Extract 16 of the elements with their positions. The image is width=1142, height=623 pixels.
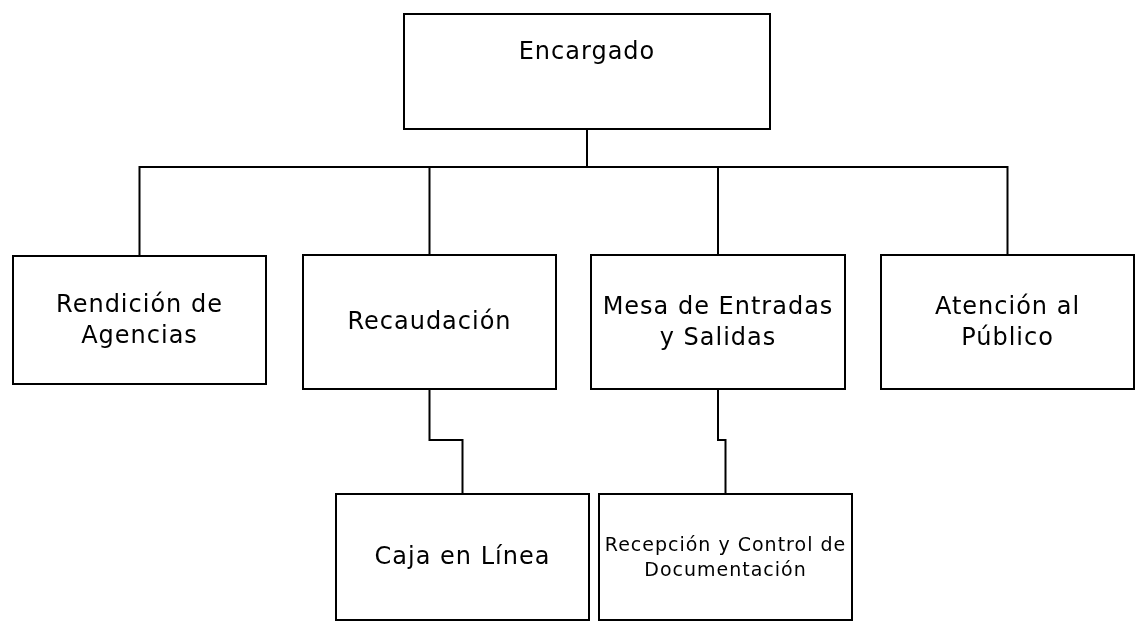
box-label: Rendición de Agencias xyxy=(55,288,224,351)
connector-line xyxy=(717,389,727,494)
box-label: Atención al Público xyxy=(933,290,1082,353)
box-label: Recaudación xyxy=(347,306,512,338)
org-box xyxy=(880,254,1135,390)
box-label: Mesa de Entradas y Salidas xyxy=(601,290,835,353)
box-label: Encargado xyxy=(518,35,656,67)
org-box xyxy=(403,13,771,130)
connector-line xyxy=(428,389,464,494)
org-box xyxy=(590,254,846,390)
box-label: Recepción y Control de Documentación xyxy=(604,532,847,582)
org-box xyxy=(335,493,590,621)
org-box xyxy=(598,493,853,621)
org-box xyxy=(12,255,267,385)
box-label: Caja en Línea xyxy=(374,541,551,573)
org-box xyxy=(302,254,557,390)
